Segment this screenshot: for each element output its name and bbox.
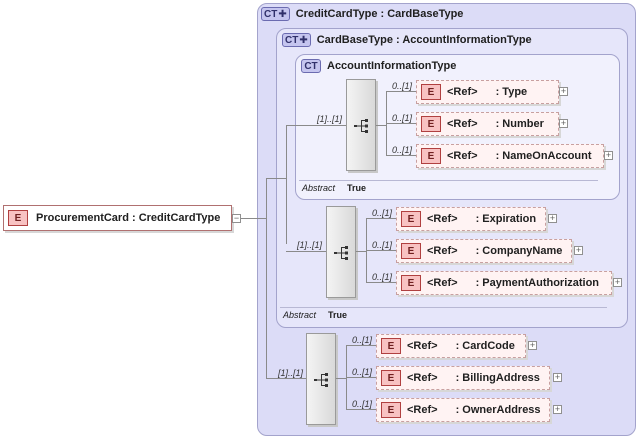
- name-on-account-expander-icon[interactable]: +: [604, 150, 613, 160]
- ref-label: <Ref>: [447, 86, 478, 98]
- expiration-expander-icon[interactable]: +: [548, 213, 557, 223]
- element-badge-icon: E: [381, 370, 401, 386]
- connector-line: [386, 91, 416, 92]
- account-information-type-header: CT AccountInformationType: [301, 59, 456, 73]
- type-cardinality: 0..[1]: [392, 81, 413, 91]
- ref-label: <Ref>: [407, 404, 438, 416]
- complex-type-badge-icon: CT✚: [282, 33, 311, 47]
- card-code-expander-icon[interactable]: +: [528, 340, 537, 350]
- ref-label: <Ref>: [447, 118, 478, 130]
- element-name: : Type: [495, 86, 528, 98]
- element-badge-icon: E: [401, 243, 421, 259]
- type-element[interactable]: E <Ref> : Type: [416, 80, 559, 104]
- credit-card-type-header: CT✚ CreditCardType : CardBaseType: [261, 7, 463, 21]
- procurement-card-expander-icon[interactable]: −: [232, 213, 241, 223]
- procurement-card-element[interactable]: E ProcurementCard : CreditCardType: [3, 205, 232, 231]
- card-base-separator: [280, 307, 607, 308]
- element-name: : OwnerAddress: [455, 404, 541, 416]
- connector-line: [286, 251, 326, 252]
- billing-address-element[interactable]: E <Ref> : BillingAddress: [376, 366, 550, 390]
- billing-address-cardinality: 0..[1]: [352, 367, 373, 377]
- element-name: : CompanyName: [475, 245, 563, 257]
- ref-label: <Ref>: [427, 277, 458, 289]
- card-base-type-header: CT✚ CardBaseType : AccountInformationTyp…: [282, 33, 532, 47]
- element-name: : PaymentAuthorization: [475, 277, 600, 289]
- payment-authorization-element[interactable]: E <Ref> : PaymentAuthorization: [396, 271, 612, 295]
- element-name: : CardCode: [455, 340, 515, 352]
- owner-address-expander-icon[interactable]: +: [553, 404, 562, 414]
- billing-address-expander-icon[interactable]: +: [553, 372, 562, 382]
- sequence-compositor-icon: [354, 119, 368, 133]
- account-information-type-title: AccountInformationType: [327, 60, 457, 72]
- ref-label: <Ref>: [407, 340, 438, 352]
- connector-line: [366, 250, 396, 251]
- connector-line: [346, 345, 376, 346]
- connector-line: [336, 378, 346, 379]
- connector-line: [356, 251, 366, 252]
- ref-label: <Ref>: [447, 150, 478, 162]
- expiration-element[interactable]: E <Ref> : Expiration: [396, 207, 546, 231]
- element-name: : BillingAddress: [455, 372, 540, 384]
- card-code-cardinality: 0..[1]: [352, 335, 373, 345]
- complex-type-badge-icon: CT✚: [261, 7, 290, 21]
- card-base-sequence[interactable]: [326, 206, 356, 298]
- element-name: : Number: [495, 118, 544, 130]
- company-name-cardinality: 0..[1]: [372, 240, 393, 250]
- connector-line: [266, 178, 267, 378]
- ref-label: <Ref>: [427, 213, 458, 225]
- credit-card-type-title: CreditCardType : CardBaseType: [295, 8, 464, 20]
- sequence-compositor-icon: [314, 373, 328, 387]
- type-expander-icon[interactable]: +: [559, 86, 568, 96]
- ref-label: <Ref>: [427, 245, 458, 257]
- credit-card-sequence[interactable]: [306, 333, 336, 425]
- sequence-compositor-icon: [334, 246, 348, 260]
- number-cardinality: 0..[1]: [392, 113, 413, 123]
- connector-line: [346, 409, 376, 410]
- connector-line: [386, 123, 416, 124]
- connector-line: [266, 378, 306, 379]
- ref-label: <Ref>: [407, 372, 438, 384]
- procurement-card-label: ProcurementCard : CreditCardType: [36, 212, 221, 224]
- element-badge-icon: E: [401, 211, 421, 227]
- connector-line: [366, 282, 396, 283]
- element-badge-icon: E: [381, 338, 401, 354]
- owner-address-cardinality: 0..[1]: [352, 399, 373, 409]
- element-badge-icon: E: [421, 84, 441, 100]
- element-badge-icon: E: [8, 210, 28, 226]
- company-name-element[interactable]: E <Ref> : CompanyName: [396, 239, 572, 263]
- credit-card-sequence-cardinality: [1]..[1]: [278, 368, 304, 378]
- connector-line: [241, 218, 267, 219]
- card-base-type-title: CardBaseType : AccountInformationType: [316, 34, 532, 46]
- payment-authorization-cardinality: 0..[1]: [372, 272, 393, 282]
- number-element[interactable]: E <Ref> : Number: [416, 112, 559, 136]
- name-on-account-cardinality: 0..[1]: [392, 145, 413, 155]
- connector-line: [286, 125, 346, 126]
- element-badge-icon: E: [401, 275, 421, 291]
- element-badge-icon: E: [421, 116, 441, 132]
- owner-address-element[interactable]: E <Ref> : OwnerAddress: [376, 398, 550, 422]
- element-name: : Expiration: [475, 213, 537, 225]
- connector-line: [266, 178, 286, 179]
- account-info-separator: [299, 180, 598, 181]
- connector-line: [376, 125, 386, 126]
- number-expander-icon[interactable]: +: [559, 118, 568, 128]
- card-base-sequence-cardinality: [1]..[1]: [297, 240, 323, 250]
- element-badge-icon: E: [421, 148, 441, 164]
- account-info-sequence[interactable]: [346, 79, 376, 171]
- element-name: : NameOnAccount: [495, 150, 592, 162]
- connector-line: [366, 218, 396, 219]
- company-name-expander-icon[interactable]: +: [574, 245, 583, 255]
- payment-authorization-expander-icon[interactable]: +: [613, 277, 622, 287]
- expiration-cardinality: 0..[1]: [372, 208, 393, 218]
- connector-line: [386, 155, 416, 156]
- name-on-account-element[interactable]: E <Ref> : NameOnAccount: [416, 144, 604, 168]
- element-badge-icon: E: [381, 402, 401, 418]
- connector-line: [286, 125, 287, 244]
- account-info-sequence-cardinality: [1]..[1]: [317, 114, 343, 124]
- complex-type-badge-icon: CT: [301, 59, 321, 73]
- card-code-element[interactable]: E <Ref> : CardCode: [376, 334, 526, 358]
- connector-line: [346, 377, 376, 378]
